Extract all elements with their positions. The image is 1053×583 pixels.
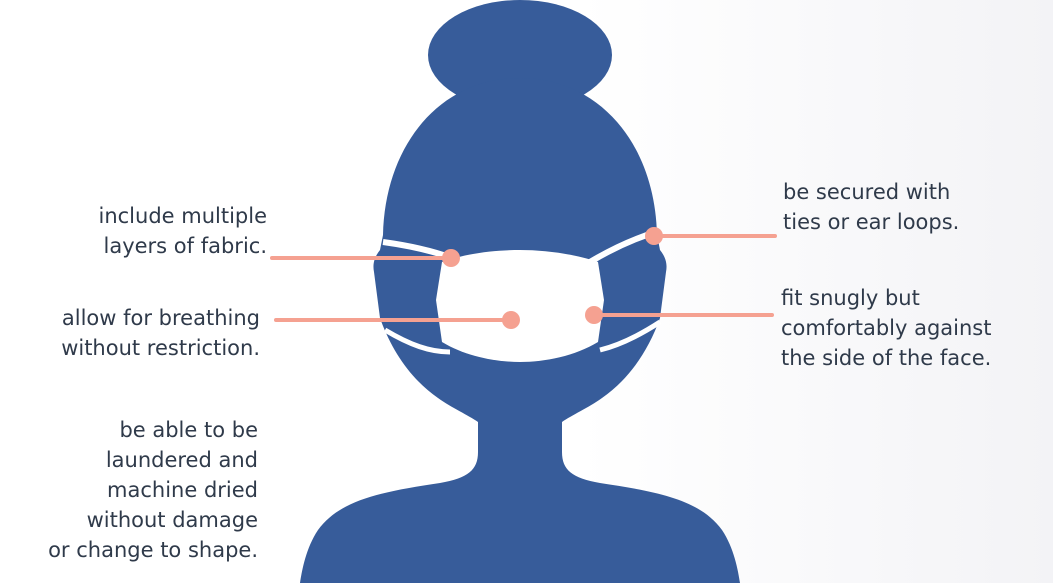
callout-dot-secured (645, 227, 663, 245)
callout-breathing: allow for breathing without restriction. (61, 303, 260, 363)
callout-snug: fit snugly but comfortably against the s… (781, 283, 991, 373)
callout-secured: be secured with ties or ear loops. (783, 177, 959, 237)
callout-dot-snug (585, 306, 603, 324)
callout-dot-layers (442, 249, 460, 267)
callout-dot-breathing (502, 311, 520, 329)
callout-layers: include multiple layers of fabric. (98, 201, 267, 261)
callout-laundered: be able to be laundered and machine drie… (48, 415, 258, 565)
